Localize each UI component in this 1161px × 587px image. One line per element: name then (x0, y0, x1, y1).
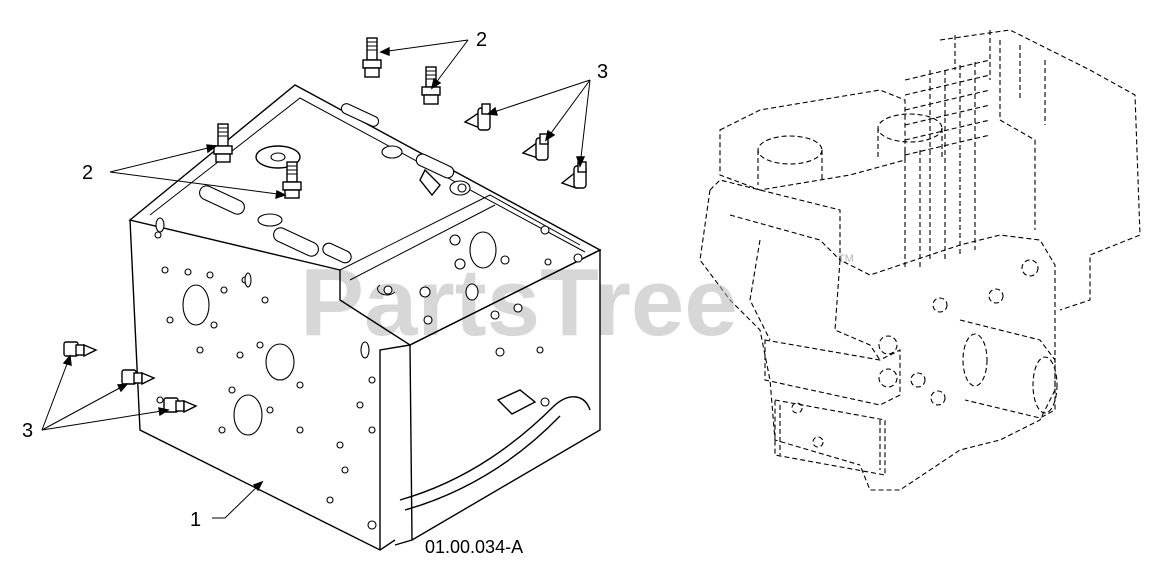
bolt-2 (521, 133, 549, 161)
stud-2 (421, 66, 441, 105)
frame-housing-icon (128, 84, 602, 551)
watermark-logo: PartsTree TM (300, 249, 854, 356)
engine-outline-icon (699, 29, 1141, 491)
callout-3-top: 3 (597, 61, 608, 83)
leader-lines (41, 39, 591, 519)
watermark-text: PartsTree (300, 249, 738, 356)
bolt-4 (63, 341, 98, 358)
stud-4 (282, 161, 302, 199)
callout-1: 1 (190, 509, 201, 531)
bolt-3 (560, 161, 587, 189)
bolt-6 (163, 397, 198, 414)
callout-2-top: 2 (476, 29, 487, 51)
stud-1 (362, 37, 382, 78)
bolt-5 (121, 369, 156, 386)
bolt-1 (463, 103, 491, 131)
callout-3-left: 3 (22, 420, 33, 442)
callout-2-left: 2 (82, 162, 93, 184)
stud-3 (213, 123, 233, 163)
figure-code: 01.00.034-A (425, 537, 523, 557)
trademark-mark: TM (838, 253, 854, 265)
stud-fitting-icon (213, 37, 441, 199)
